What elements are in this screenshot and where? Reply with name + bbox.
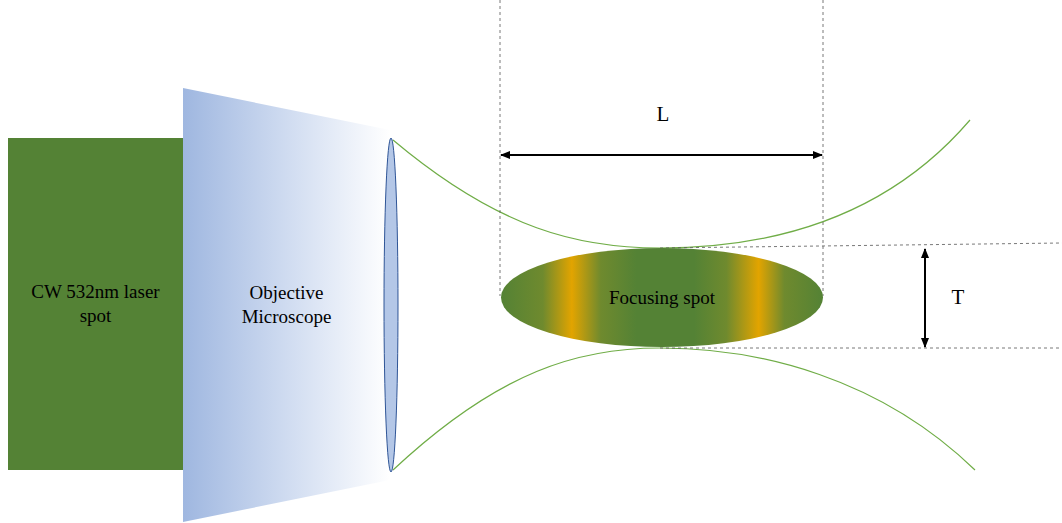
laser-source-box: CW 532nm laser spot bbox=[8, 138, 183, 470]
node-text: Objective Microscope bbox=[223, 281, 350, 329]
beam-envelope bbox=[393, 348, 975, 470]
guide-line bbox=[823, 0, 824, 296]
dimension-label: L bbox=[655, 102, 672, 127]
node-text: CW 532nm laser spot bbox=[20, 280, 171, 328]
objective-shape bbox=[183, 88, 390, 522]
dimension-arrow bbox=[501, 154, 822, 156]
objective-outline bbox=[183, 88, 390, 522]
spot-shape bbox=[501, 248, 823, 347]
lens-svg bbox=[381, 135, 401, 475]
dimension-arrow bbox=[924, 249, 926, 347]
beam-envelope bbox=[393, 120, 970, 248]
lens bbox=[384, 138, 398, 472]
node-text: Focusing spot bbox=[609, 286, 715, 310]
guide-line bbox=[660, 348, 1062, 349]
focusing-spot: Focusing spot bbox=[500, 247, 824, 348]
guide-line bbox=[500, 0, 501, 296]
guide-line bbox=[660, 243, 1062, 248]
objective-lens-body: Objective Microscope bbox=[183, 88, 390, 522]
dimension-label: T bbox=[950, 285, 967, 310]
